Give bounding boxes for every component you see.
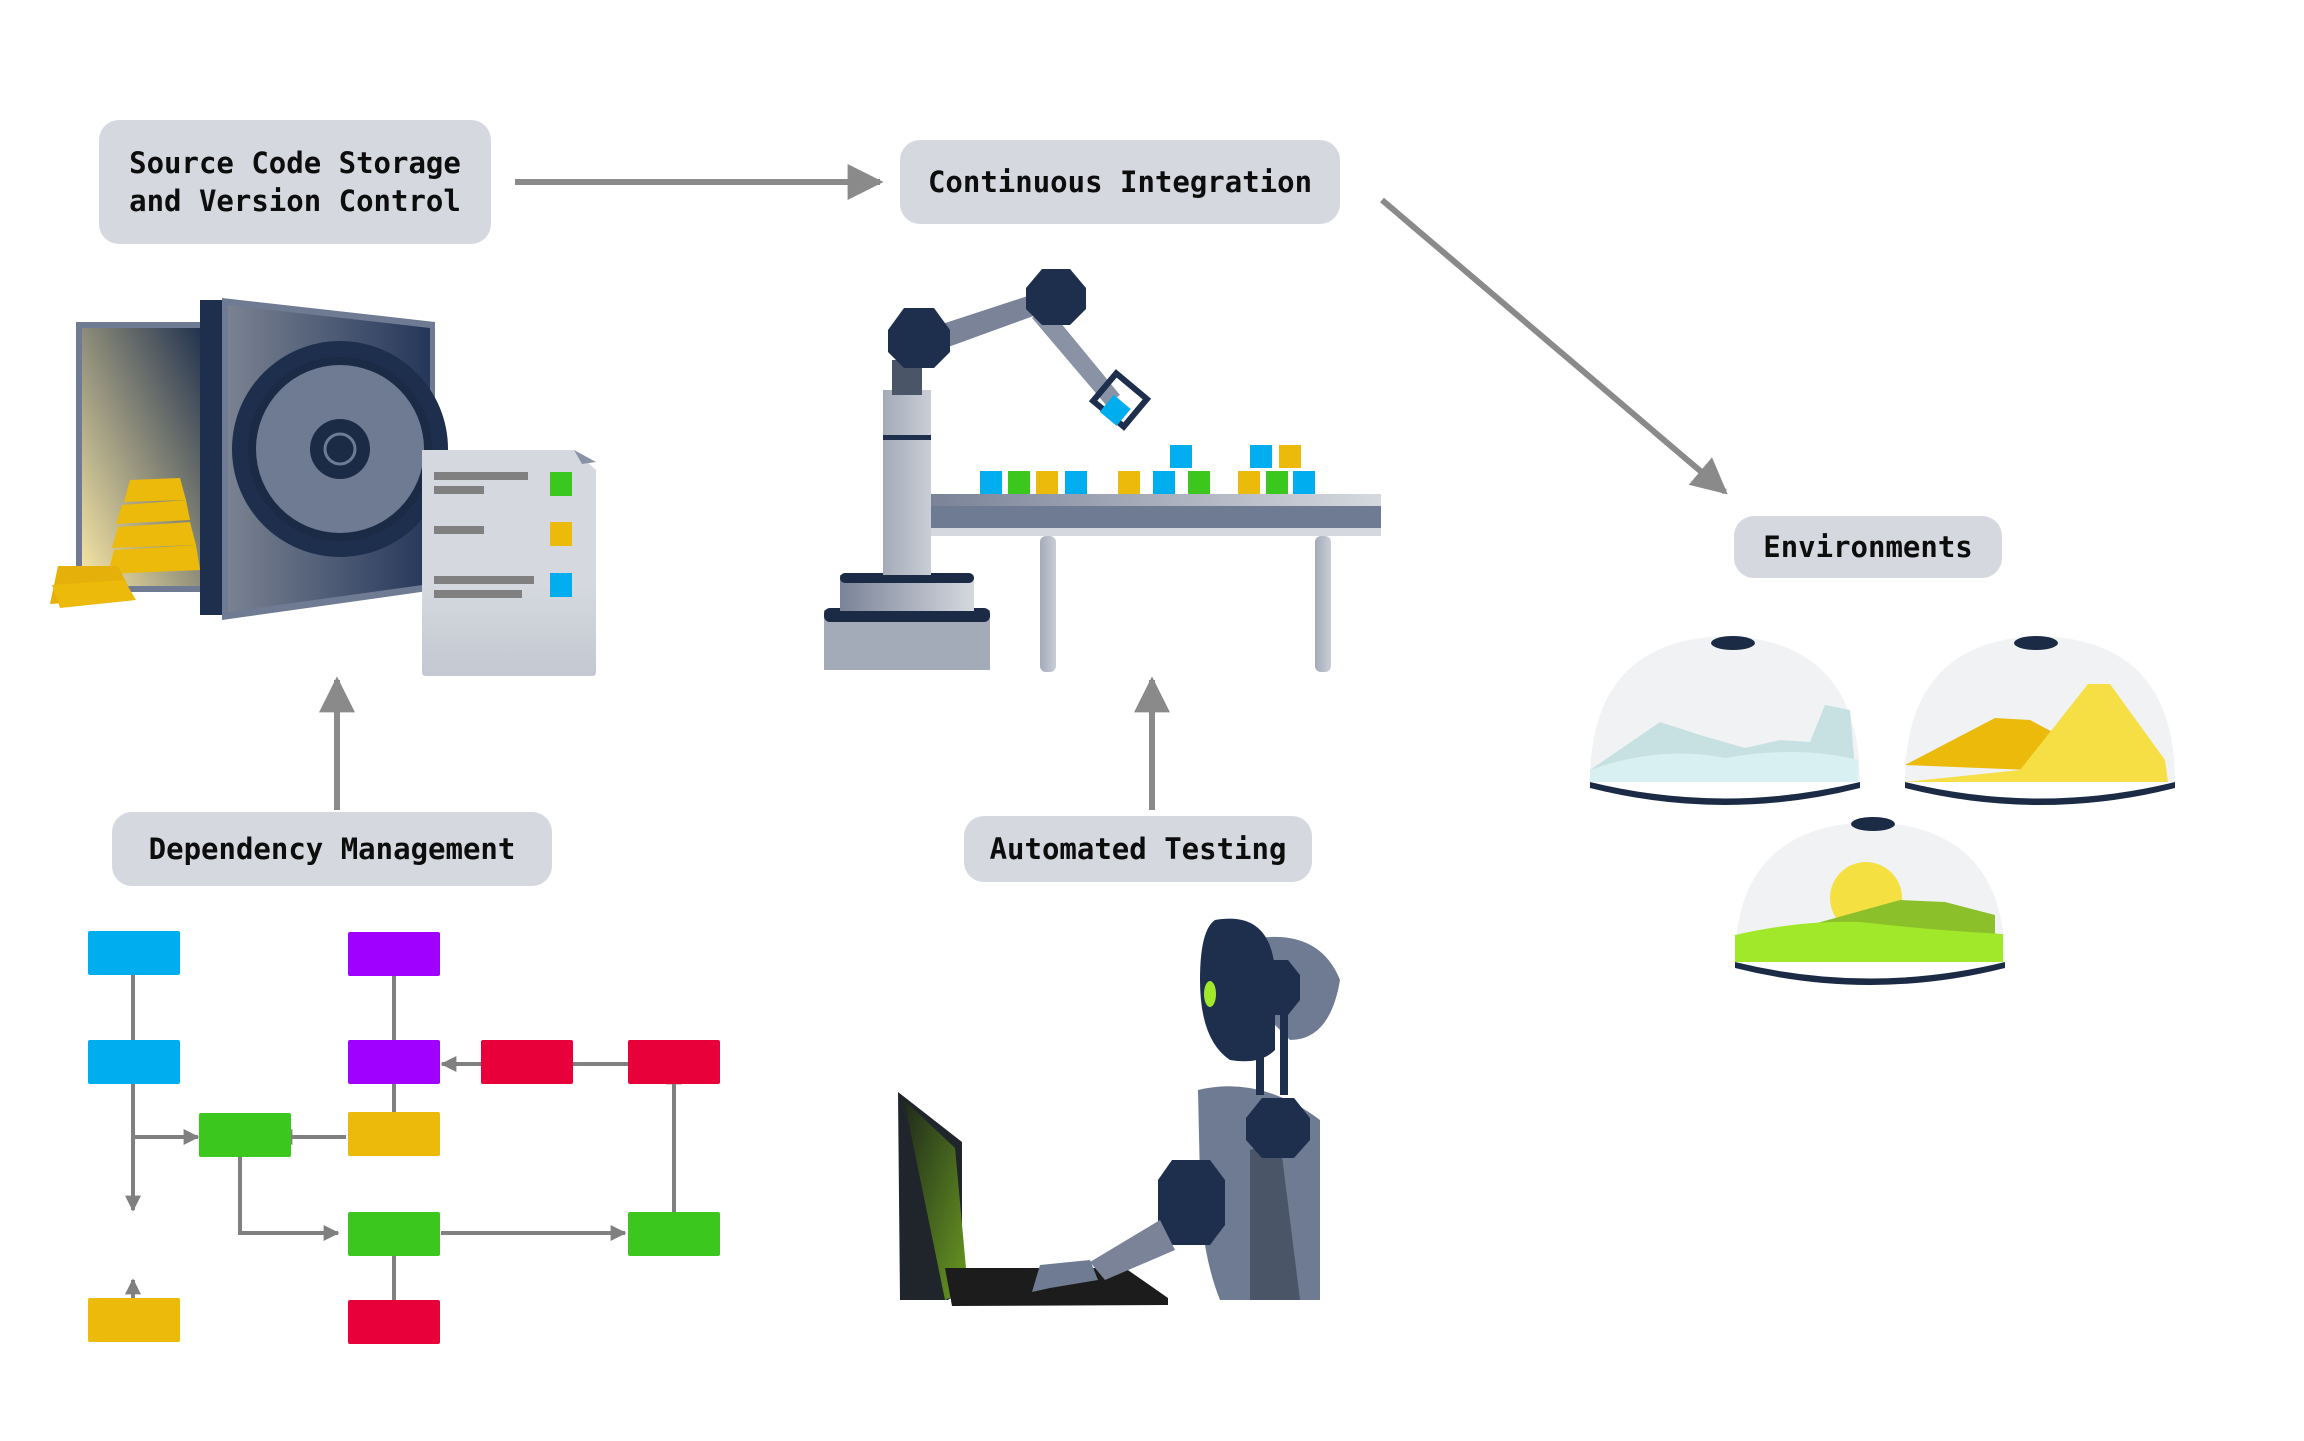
env-dome-desert-dunes <box>1905 636 2175 805</box>
conveyor-blocks <box>980 445 1315 494</box>
gold-bars-icon <box>50 478 200 608</box>
label-continuous-integration: Continuous Integration <box>900 140 1340 224</box>
robot-eye-icon <box>1204 981 1216 1007</box>
dep-node-red-1 <box>481 1040 573 1084</box>
dep-node-yellow-1 <box>348 1112 440 1156</box>
dep-node-blue-2 <box>88 1040 180 1084</box>
dep-node-blue-1 <box>88 931 180 975</box>
dep-node-red-2 <box>628 1040 720 1084</box>
document-icon <box>422 450 596 676</box>
dep-node-red-3 <box>348 1300 440 1344</box>
label-environments: Environments <box>1734 516 2002 578</box>
safe-icon <box>76 298 448 620</box>
dependency-edges <box>125 975 682 1320</box>
doc-status-green <box>550 472 572 496</box>
dependency-nodes <box>88 931 720 1344</box>
dep-node-purple-1 <box>348 932 440 976</box>
label-dependency-management: Dependency Management <box>112 812 552 886</box>
robot-tester-icon <box>1032 918 1340 1300</box>
dep-node-green-2 <box>348 1212 440 1256</box>
env-dome-snow-mountains <box>1590 636 1860 805</box>
robot-arm-icon <box>824 269 1152 670</box>
label-source-control: Source Code Storage and Version Control <box>99 120 491 244</box>
laptop-icon <box>898 1092 1168 1306</box>
doc-status-blue <box>550 573 572 597</box>
conveyor-table <box>931 494 1381 672</box>
dep-node-green-3 <box>628 1212 720 1256</box>
dep-node-yellow-2 <box>88 1298 180 1342</box>
doc-status-yellow <box>550 522 572 546</box>
arrow-ci-to-environments <box>1380 197 1728 495</box>
dep-edge <box>238 1150 340 1241</box>
label-automated-testing: Automated Testing <box>964 816 1312 882</box>
env-dome-green-hills-sunrise <box>1735 817 2005 985</box>
dep-node-green-1 <box>199 1113 291 1157</box>
dep-node-purple-2 <box>348 1040 440 1084</box>
